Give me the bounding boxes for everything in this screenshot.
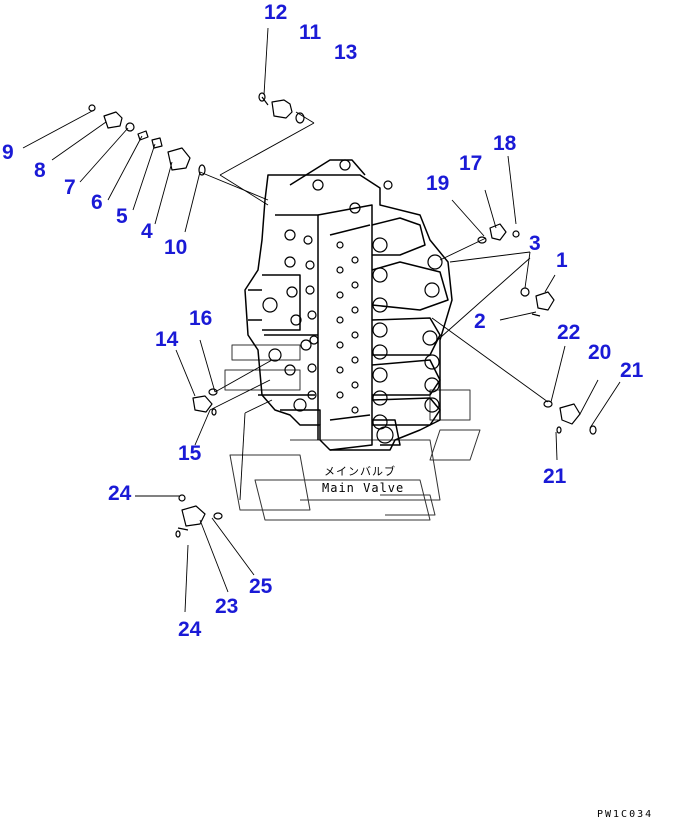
callout-label: 4: [141, 220, 153, 243]
callout-label: 1: [556, 249, 568, 272]
floor-sketch: [224, 344, 481, 521]
callout-label: 9: [2, 141, 14, 164]
leader-lines: [22, 27, 621, 613]
callout-label: 21: [543, 465, 567, 488]
part-label-english: Main Valve: [322, 481, 405, 495]
callout-label: 7: [64, 176, 76, 199]
callout-label: 14: [155, 328, 179, 351]
callout-label: 12: [264, 1, 288, 24]
drawing-code: PW1C034: [597, 809, 654, 820]
callout-label: 19: [426, 172, 450, 195]
callout-label: 16: [189, 307, 213, 330]
callout-label: 25: [249, 575, 273, 598]
callout-label: 13: [334, 41, 358, 64]
callout-label: 22: [557, 321, 581, 344]
callout-label: 10: [164, 236, 188, 259]
valve-ports: [262, 159, 443, 444]
callout-label: 24: [108, 482, 132, 505]
main-valve-body: [244, 159, 453, 451]
callout-label: 18: [493, 132, 517, 155]
callout-label: 2: [474, 310, 486, 333]
part-label-japanese: メインバルブ: [324, 465, 396, 478]
callout-label: 5: [116, 205, 128, 228]
callout-label: 24: [178, 618, 202, 641]
callout-label: 20: [588, 341, 612, 364]
callout-label: 8: [34, 159, 46, 182]
small-parts: [88, 92, 597, 538]
callout-label: 17: [459, 152, 483, 175]
callout-label: 11: [299, 21, 322, 44]
callout-label: 6: [91, 191, 103, 214]
callout-label: 3: [529, 232, 541, 255]
callout-label: 21: [620, 359, 644, 382]
callout-label: 15: [178, 442, 202, 465]
callout-label: 23: [215, 595, 239, 618]
